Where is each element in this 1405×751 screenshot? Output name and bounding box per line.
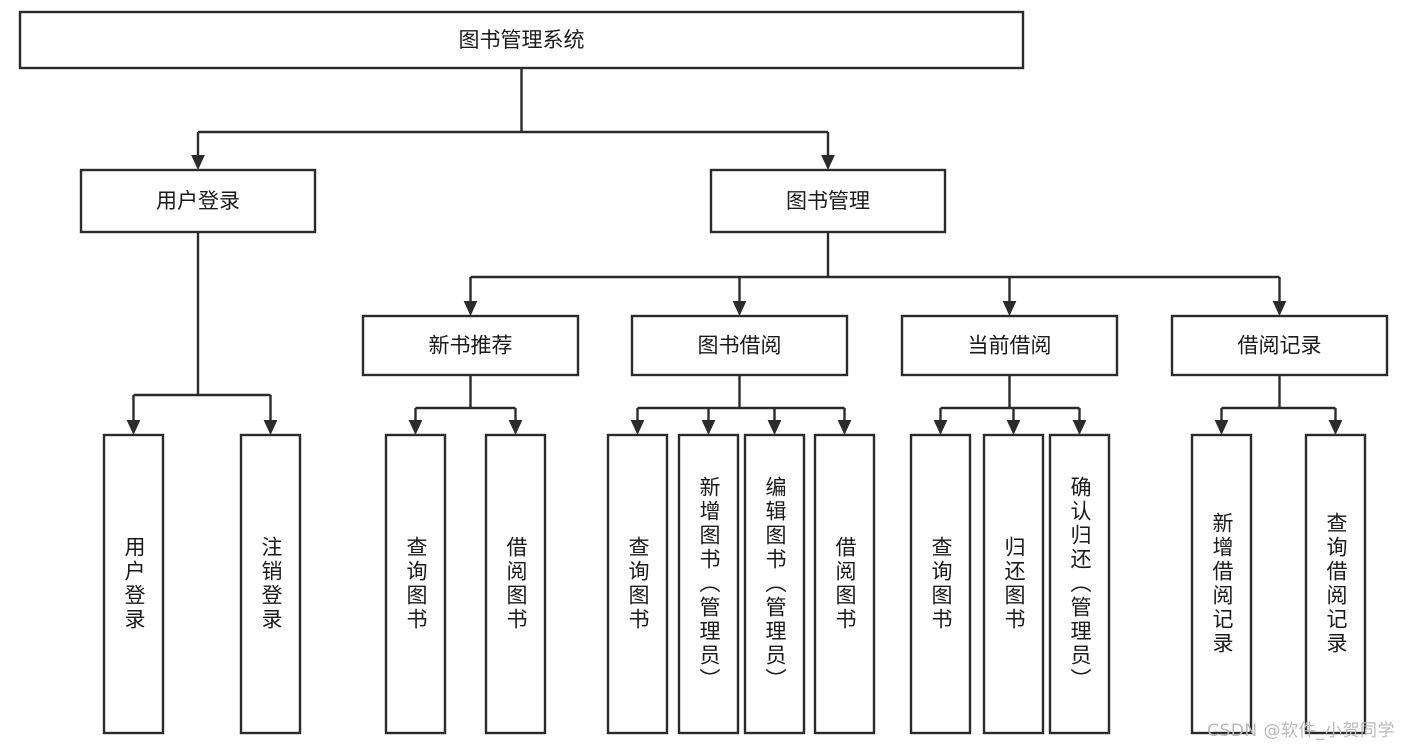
- ul-arrow-1: [263, 420, 278, 435]
- nbr-arrow-1: [508, 420, 523, 435]
- boxes-layer: [18, 10, 1389, 735]
- node-leaf-logout[interactable]: [239, 433, 302, 735]
- node-leaf-query-record[interactable]: [1304, 433, 1367, 735]
- node-label-borrow-record: 借阅记录: [1238, 334, 1322, 358]
- bm-arrow-3: [1272, 301, 1287, 316]
- node-label-current-borrow: 当前借阅: [968, 334, 1052, 358]
- node-leaf-add-book[interactable]: [677, 433, 740, 735]
- node-leaf-edit-book[interactable]: [743, 433, 806, 735]
- br-arrow-1: [1328, 420, 1343, 435]
- bb-arrow-3: [837, 420, 852, 435]
- cb-arrow-2: [1072, 420, 1087, 435]
- bm-arrow-1: [732, 301, 747, 316]
- node-new-book-recommend[interactable]: [361, 314, 580, 377]
- bb-arrow-0: [630, 420, 645, 435]
- node-user-login[interactable]: [79, 168, 317, 234]
- root-arrow-1: [821, 155, 835, 170]
- node-leaf-query-book-rec[interactable]: [384, 433, 447, 735]
- br-arrow-0: [1214, 420, 1229, 435]
- bm-arrow-2: [1002, 301, 1017, 316]
- node-book-management[interactable]: [709, 168, 947, 234]
- node-leaf-confirm-return[interactable]: [1048, 433, 1111, 735]
- nbr-arrow-0: [408, 420, 423, 435]
- watermark-text: CSDN @软件_小贺同学: [1207, 721, 1395, 741]
- node-book-borrow[interactable]: [630, 314, 849, 377]
- node-label-new-book-recommend: 新书推荐: [429, 334, 513, 358]
- node-leaf-user-login[interactable]: [102, 433, 165, 735]
- cb-arrow-1: [1006, 420, 1021, 435]
- node-leaf-query-book-cur[interactable]: [909, 433, 972, 735]
- node-label-user-login: 用户登录: [156, 189, 240, 213]
- cb-arrow-0: [933, 420, 948, 435]
- bb-arrow-1: [701, 420, 716, 435]
- node-root[interactable]: [18, 10, 1025, 70]
- bb-arrow-2: [767, 420, 782, 435]
- node-label-book-management: 图书管理: [786, 189, 870, 213]
- node-leaf-return-book[interactable]: [982, 433, 1045, 735]
- node-current-borrow[interactable]: [900, 314, 1119, 377]
- ul-arrow-0: [126, 420, 141, 435]
- node-label-root: 图书管理系统: [459, 28, 585, 52]
- node-leaf-borrow-book-rec[interactable]: [484, 433, 547, 735]
- node-leaf-borrow-book[interactable]: [813, 433, 876, 735]
- node-label-book-borrow: 图书借阅: [698, 334, 782, 358]
- node-leaf-add-record[interactable]: [1190, 433, 1253, 735]
- node-borrow-record[interactable]: [1170, 314, 1389, 377]
- root-arrow-0: [191, 155, 205, 170]
- connectors-layer: [126, 68, 1343, 435]
- node-leaf-query-book-borrow[interactable]: [606, 433, 669, 735]
- bm-arrow-0: [463, 301, 478, 316]
